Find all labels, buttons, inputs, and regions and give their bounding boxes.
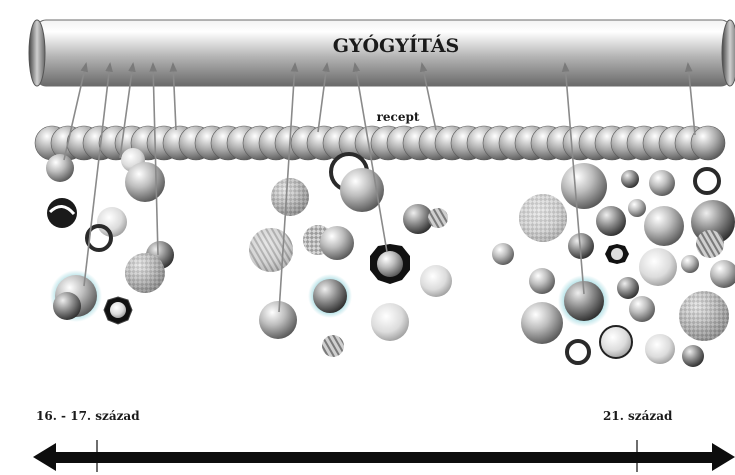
timeline-start-label: 16. - 17. század [36,409,140,423]
diagram-title: GYÓGYÍTÁS [333,34,460,57]
timeline-end-label: 21. század [603,409,673,423]
timeline-arrow [33,440,735,472]
ball-cluster-middle [249,154,452,357]
chain-bead [691,126,725,160]
ball-cluster-left [46,148,174,324]
ball-cluster-right [492,163,735,367]
chain-label: recept [377,110,420,124]
